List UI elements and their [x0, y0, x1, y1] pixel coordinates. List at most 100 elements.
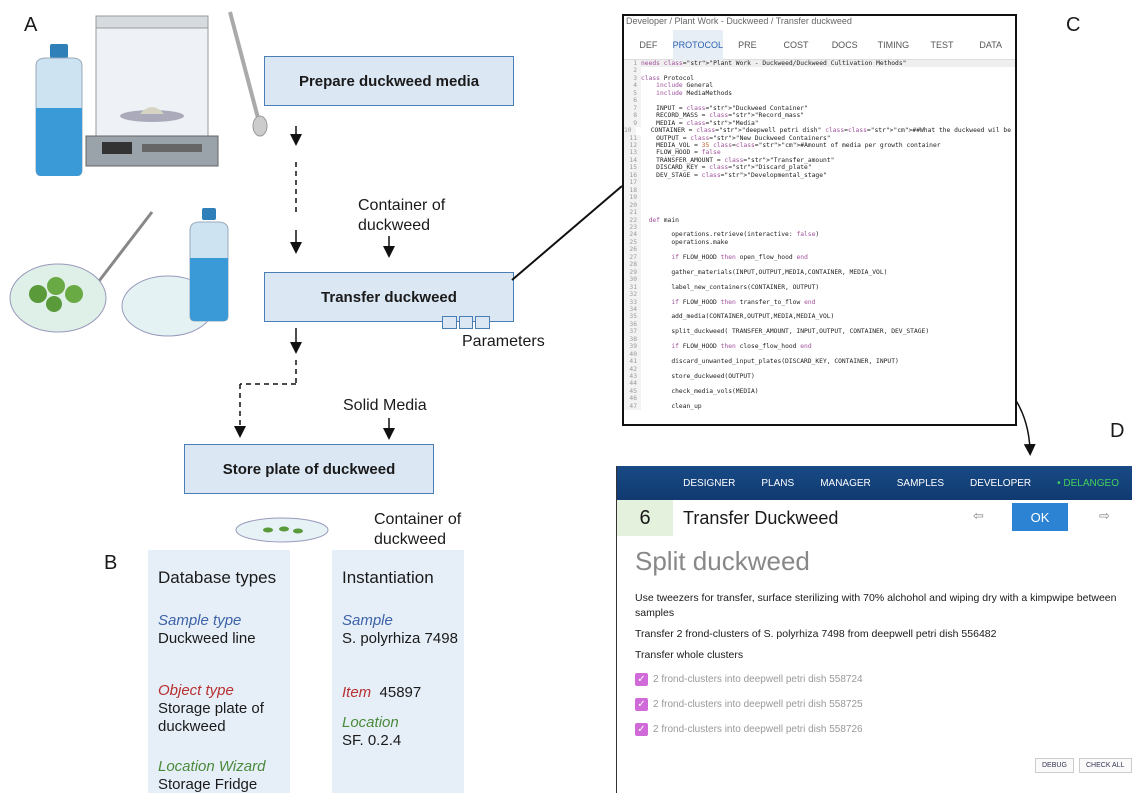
code-line[interactable]: 5 include MediaMethods: [624, 89, 1015, 98]
code-text: split_duckweed( TRANSFER_AMOUNT, INPUT,O…: [641, 328, 930, 336]
code-line[interactable]: 34: [624, 305, 1015, 314]
code-line[interactable]: 12 MEDIA_VOL = 35 class=class="str">"cm"…: [624, 141, 1015, 150]
panel-letter-b: B: [104, 552, 118, 574]
code-line[interactable]: 28: [624, 261, 1015, 269]
ok-button[interactable]: OK: [1012, 503, 1068, 531]
code-line[interactable]: 18: [624, 186, 1015, 195]
code-line[interactable]: 42: [624, 365, 1015, 374]
step-heading: Split duckweed: [635, 546, 810, 576]
code-line[interactable]: 17: [624, 179, 1015, 187]
code-line[interactable]: 25 operations.make: [624, 238, 1015, 247]
code-line[interactable]: 7 INPUT = class="str">"Duckweed Containe…: [624, 104, 1015, 113]
code-line[interactable]: 35 add_media(CONTAINER,OUTPUT,MEDIA,MEDI…: [624, 313, 1015, 321]
code-line[interactable]: 2: [624, 67, 1015, 75]
code-line[interactable]: 26: [624, 246, 1015, 254]
code-line[interactable]: 27 if FLOW_HOOD then open_flow_hood end: [624, 253, 1015, 262]
checklist-item[interactable]: ✓2 frond-clusters into deepwell petri di…: [635, 692, 1132, 717]
nav-developer[interactable]: DEVELOPER: [970, 477, 1032, 489]
location-label: Location: [342, 714, 399, 731]
code-text: RECORD_MASS = class="str">"Record_mass": [641, 112, 805, 120]
code-line[interactable]: 8 RECORD_MASS = class="str">"Record_mass…: [624, 112, 1015, 120]
tab-protocol[interactable]: PROTOCOL: [672, 29, 724, 60]
code-line[interactable]: 19: [624, 194, 1015, 202]
location-wizard-label: Location Wizard: [158, 758, 266, 775]
code-text: operations.retrieve(interactive: false): [641, 231, 820, 239]
tab-test[interactable]: TEST: [930, 39, 954, 50]
code-line[interactable]: 39 if FLOW_HOOD then close_flow_hood end: [624, 343, 1015, 351]
line-number: 25: [624, 238, 641, 247]
code-line[interactable]: 21: [624, 209, 1015, 217]
code-line[interactable]: 23: [624, 223, 1015, 232]
tab-docs[interactable]: DOCS: [831, 39, 858, 50]
code-line[interactable]: 41 discard_unwanted_input_plates(DISCARD…: [624, 358, 1015, 366]
code-line[interactable]: 33 if FLOW_HOOD then transfer_to_flow en…: [624, 298, 1015, 306]
transfer-line: Transfer 2 frond-clusters of S. polyrhiz…: [635, 628, 997, 640]
database-types-header: Database types: [158, 568, 277, 587]
tab-timing[interactable]: TIMING: [877, 39, 910, 50]
prepare-media-box: Prepare duckweed media: [264, 56, 514, 106]
code-line[interactable]: 15 DISCARD_KEY = class="str">"Discard_pl…: [624, 164, 1015, 172]
code-line[interactable]: 47 clean_up: [624, 402, 1015, 411]
code-line[interactable]: 45 check_media_vols(MEDIA): [624, 387, 1015, 396]
code-line[interactable]: 40: [624, 350, 1015, 359]
code-text: MEDIA = class="str">"Media": [641, 119, 759, 127]
code-line[interactable]: 4 include General: [624, 82, 1015, 90]
nav-samples[interactable]: SAMPLES: [896, 477, 944, 489]
code-line[interactable]: 22 def main: [624, 216, 1015, 224]
line-number: 23: [624, 223, 641, 232]
code-line[interactable]: 29 gather_materials(INPUT,OUTPUT,MEDIA,C…: [624, 268, 1015, 277]
code-line[interactable]: 14 TRANSFER_AMOUNT = class="str">"Transf…: [624, 156, 1015, 165]
tab-data[interactable]: DATA: [979, 39, 1003, 50]
checkbox-icon[interactable]: ✓: [635, 673, 648, 686]
prev-arrow-icon[interactable]: ⇦: [973, 508, 984, 523]
nav-plans[interactable]: PLANS: [761, 477, 795, 489]
checklist: ✓ 2 frond-clusters into deepwell petri di…: [617, 667, 1132, 742]
code-line[interactable]: 11 OUTPUT = class="str">"New Duckweed Co…: [624, 134, 1015, 142]
debug-button[interactable]: DEBUG: [1035, 758, 1074, 773]
checkbox-icon[interactable]: ✓: [635, 698, 648, 711]
code-line[interactable]: 32: [624, 291, 1015, 299]
code-line[interactable]: 44: [624, 380, 1015, 388]
code-text: OUTPUT = class="str">"New Duckweed Conta…: [641, 134, 831, 142]
checkbox-icon[interactable]: ✓: [635, 723, 648, 736]
nav-designer[interactable]: DESIGNER: [683, 477, 736, 489]
code-text: clean_up: [641, 402, 702, 410]
technician-view-panel: DESIGNER PLANS MANAGER SAMPLES DEVELOPER • DE…: [616, 466, 1132, 793]
line-number: 45: [624, 387, 641, 396]
check-all-button[interactable]: CHECK ALL: [1079, 758, 1132, 773]
line-number: 4: [624, 82, 641, 90]
user-name[interactable]: • DELANGEO: [1057, 477, 1119, 489]
tab-cost[interactable]: COST: [783, 39, 809, 50]
tab-pre[interactable]: PRE: [738, 39, 757, 50]
checklist-item-label: 2 frond-clusters into deepwell petri dis…: [653, 674, 863, 685]
code-line[interactable]: 10 CONTAINER = class="str">"deepwell pet…: [624, 127, 1015, 135]
checklist-item[interactable]: ✓ 2 frond-clusters into deepwell petri di…: [635, 667, 1132, 692]
next-arrow-icon[interactable]: ⇨: [1099, 508, 1110, 523]
code-line[interactable]: 31 label_new_containers(CONTAINER, OUTPU…: [624, 283, 1015, 292]
code-text: INPUT = class="str">"Duckweed Container": [641, 104, 808, 112]
code-text: needs class="str">"Plant Work - Duckweed…: [641, 60, 907, 67]
code-line[interactable]: 24 operations.retrieve(interactive: fals…: [624, 231, 1015, 239]
code-line[interactable]: 46: [624, 395, 1015, 403]
checklist-item[interactable]: ✓2 frond-clusters into deepwell petri di…: [635, 717, 1132, 742]
line-number: 31: [624, 283, 641, 292]
tab-def[interactable]: DEF: [639, 39, 658, 50]
line-number: 39: [624, 343, 641, 351]
code-line[interactable]: 16 DEV_STAGE = class="str">"Developmenta…: [624, 171, 1015, 180]
sample-type-label: Sample type: [158, 612, 242, 629]
code-line[interactable]: 13 FLOW_HOOD = false: [624, 149, 1015, 157]
code-line[interactable]: 6: [624, 97, 1015, 105]
line-number: 33: [624, 298, 641, 306]
nav-manager[interactable]: MANAGER: [820, 477, 871, 489]
code-line[interactable]: 20: [624, 201, 1015, 210]
code-line[interactable]: 38: [624, 335, 1015, 344]
code-line[interactable]: 9 MEDIA = class="str">"Media": [624, 119, 1015, 128]
code-line[interactable]: 36: [624, 320, 1015, 329]
code-line[interactable]: 37 split_duckweed( TRANSFER_AMOUNT, INPU…: [624, 328, 1015, 336]
code-line[interactable]: 30: [624, 276, 1015, 284]
store-plate-box: Store plate of duckweed: [184, 444, 434, 494]
code-text: TRANSFER_AMOUNT = class="str">"Transfer_…: [641, 156, 835, 164]
code-line[interactable]: 43 store_duckweed(OUTPUT): [624, 373, 1015, 381]
